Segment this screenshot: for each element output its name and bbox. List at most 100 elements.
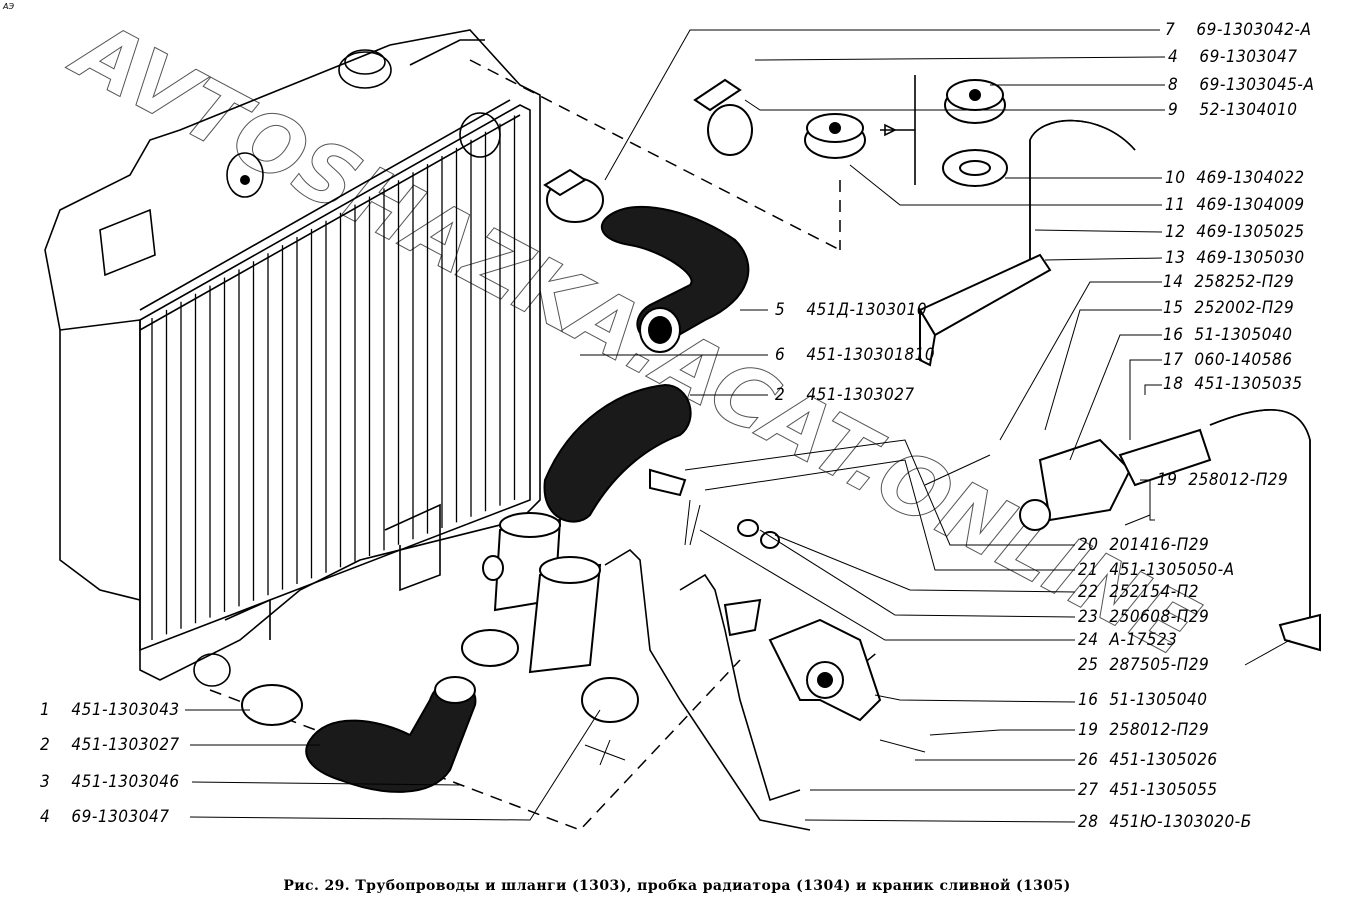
callout-number: 10: [1165, 168, 1186, 188]
part-number: 451-1303046: [71, 772, 180, 792]
label-right-row: 27 451-1305055: [1078, 780, 1218, 800]
cotter-pin-24: [684, 499, 701, 546]
label-middle-row: 2 451-1303027: [775, 385, 915, 405]
hose-17: [1118, 428, 1212, 487]
label-left-row: 4 69-1303047: [40, 807, 169, 827]
bolt-20: [649, 468, 687, 497]
callout-number: 8: [1168, 75, 1179, 95]
nut-22: [760, 531, 780, 549]
callout-number: 19: [1078, 720, 1099, 740]
part-number: 451Ю-1303020-Б: [1109, 812, 1252, 832]
callout-number: 6: [775, 345, 786, 365]
hose-2-upper: [543, 383, 692, 523]
callout-number: 2: [40, 735, 51, 755]
leader-lines: [185, 29, 1291, 823]
label-right-row: 14 258252-П29: [1163, 272, 1294, 292]
label-right-row: 7 69-1303042-А: [1165, 20, 1311, 40]
label-right-row: 19 258012-П29: [1157, 470, 1288, 490]
part-number: 52-1304010: [1199, 100, 1298, 120]
part-number: А-17523: [1109, 630, 1178, 650]
clip-25: [1278, 613, 1321, 652]
part-number: 201416-П29: [1109, 535, 1210, 555]
part-number: 451Д-1303010: [806, 300, 928, 320]
label-middle-row: 5 451Д-1303010: [775, 300, 927, 320]
label-right-row: 15 252002-П29: [1163, 298, 1294, 318]
callout-number: 21: [1078, 560, 1099, 580]
part-number: 51-1305040: [1109, 690, 1208, 710]
callout-number: 25: [1078, 655, 1099, 675]
label-right-row: 12 469-1305025: [1165, 222, 1305, 242]
part-number: 258012-П29: [1109, 720, 1210, 740]
label-right-row: 20 201416-П29: [1078, 535, 1209, 555]
watermark-text: AVTOSHAZKA.ACAT.ONLINE: [55, 1, 1211, 676]
label-right-row: 25 287505-П29: [1078, 655, 1209, 675]
label-left-row: 1 451-1303043: [40, 700, 180, 720]
part-number: 69-1303047: [1199, 47, 1298, 67]
watermark: AVTOSHAZKA.ACAT.ONLINE: [55, 0, 1212, 676]
callout-number: 28: [1078, 812, 1099, 832]
part-number: 469-1305030: [1196, 248, 1305, 268]
part-number: 469-1304022: [1196, 168, 1305, 188]
part-number: 287505-П29: [1109, 655, 1210, 675]
filler-neck: [338, 51, 392, 89]
drain-rod-28: [604, 548, 811, 831]
callout-number: 18: [1163, 374, 1184, 394]
callout-number: 22: [1078, 582, 1099, 602]
label-right-row: 13 469-1305030: [1165, 248, 1305, 268]
callout-number: 5: [775, 300, 786, 320]
inlet-pipe: [193, 653, 231, 687]
part-number: 252002-П29: [1194, 298, 1295, 318]
overflow-tube-12: [1029, 119, 1136, 270]
label-right-row: 24 А-17523: [1078, 630, 1177, 650]
callout-number: 15: [1163, 298, 1184, 318]
part-number: 258252-П29: [1194, 272, 1295, 292]
drain-cock-upper: [1038, 438, 1132, 522]
corner-mark: АЭ: [3, 2, 15, 11]
callout-number: 12: [1165, 222, 1186, 242]
figure-caption: Рис. 29. Трубопроводы и шланги (1303), п…: [283, 878, 1071, 894]
label-right-row: 28 451Ю-1303020-Б: [1078, 812, 1252, 832]
callout-number: 3: [40, 772, 51, 792]
label-right-row: 22 252154-П2: [1078, 582, 1199, 602]
callout-number: 24: [1078, 630, 1099, 650]
label-right-row: 21 451-1305050-А: [1078, 560, 1235, 580]
pin-19: [924, 454, 991, 486]
dashed-guide: [469, 59, 841, 251]
callout-number: 7: [1165, 20, 1176, 40]
label-right-row: 17 060-140586: [1163, 350, 1292, 370]
label-right-row: 19 258012-П29: [1078, 720, 1209, 740]
part-number: 69-1303045-А: [1199, 75, 1315, 95]
part-number: 469-1305025: [1196, 222, 1305, 242]
drain-rod-27: [679, 573, 801, 802]
label-right-row: 9 52-1304010: [1168, 100, 1297, 120]
clamp-4: [707, 104, 753, 156]
callout-number: 11: [1165, 195, 1186, 215]
radiator-fins: [151, 115, 516, 640]
radiator: // drawn later: [44, 29, 541, 687]
callout-number: 14: [1163, 272, 1184, 292]
callout-number: 9: [1168, 100, 1179, 120]
callout-number: 19: [1157, 470, 1178, 490]
label-right-row: 18 451-1305035: [1163, 374, 1303, 394]
hose-18: [1209, 409, 1311, 620]
part-number: 451-1305035: [1194, 374, 1303, 394]
part-number: 060-140586: [1194, 350, 1293, 370]
part-number: 69-1303042-А: [1196, 20, 1312, 40]
part-number: 451-1303027: [71, 735, 180, 755]
callout-number: 20: [1078, 535, 1099, 555]
label-right-row: 10 469-1304022: [1165, 168, 1305, 188]
bracket-13: [918, 253, 1052, 337]
callout-number: 13: [1165, 248, 1186, 268]
callout-number: 4: [1168, 47, 1179, 67]
callout-number: 17: [1163, 350, 1184, 370]
part-number: 469-1304009: [1196, 195, 1305, 215]
label-middle-row: 6 451-130301810: [775, 345, 935, 365]
part-number: 451-1305026: [1109, 750, 1218, 770]
part-number: 451-1305055: [1109, 780, 1218, 800]
label-right-row: 26 451-1305026: [1078, 750, 1218, 770]
part-number: 258012-П29: [1188, 470, 1289, 490]
part-number: 451-1305050-А: [1109, 560, 1235, 580]
clamp-lower-2: [241, 684, 303, 726]
label-right-row: 16 51-1305040: [1078, 690, 1207, 710]
